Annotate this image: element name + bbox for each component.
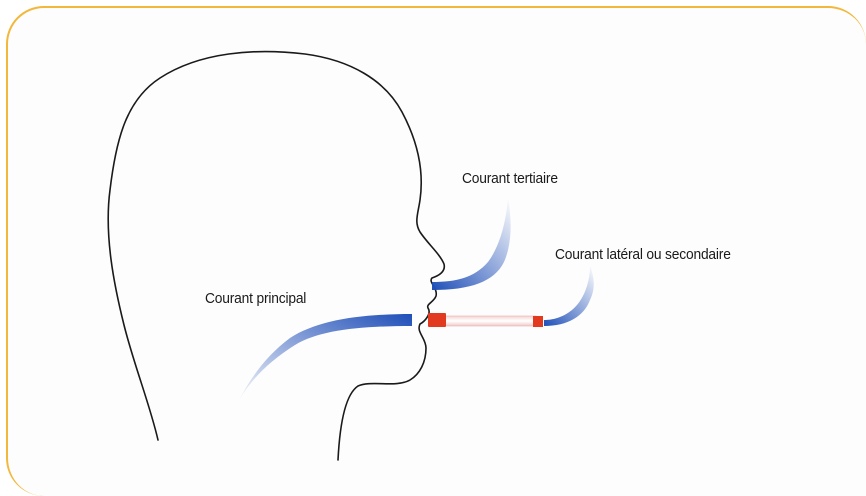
cigarette-ember <box>533 316 543 327</box>
label-courant-lateral: Courant latéral ou secondaire <box>555 246 731 263</box>
head-outline <box>108 52 444 460</box>
cigarette-filter <box>428 313 446 327</box>
cigarette-body <box>440 316 536 326</box>
tertiaire-stream <box>432 198 511 290</box>
label-courant-tertiaire: Courant tertiaire <box>462 170 558 187</box>
principal-stream <box>236 314 412 406</box>
lateral-stream <box>544 266 594 326</box>
label-courant-principal: Courant principal <box>205 290 306 307</box>
